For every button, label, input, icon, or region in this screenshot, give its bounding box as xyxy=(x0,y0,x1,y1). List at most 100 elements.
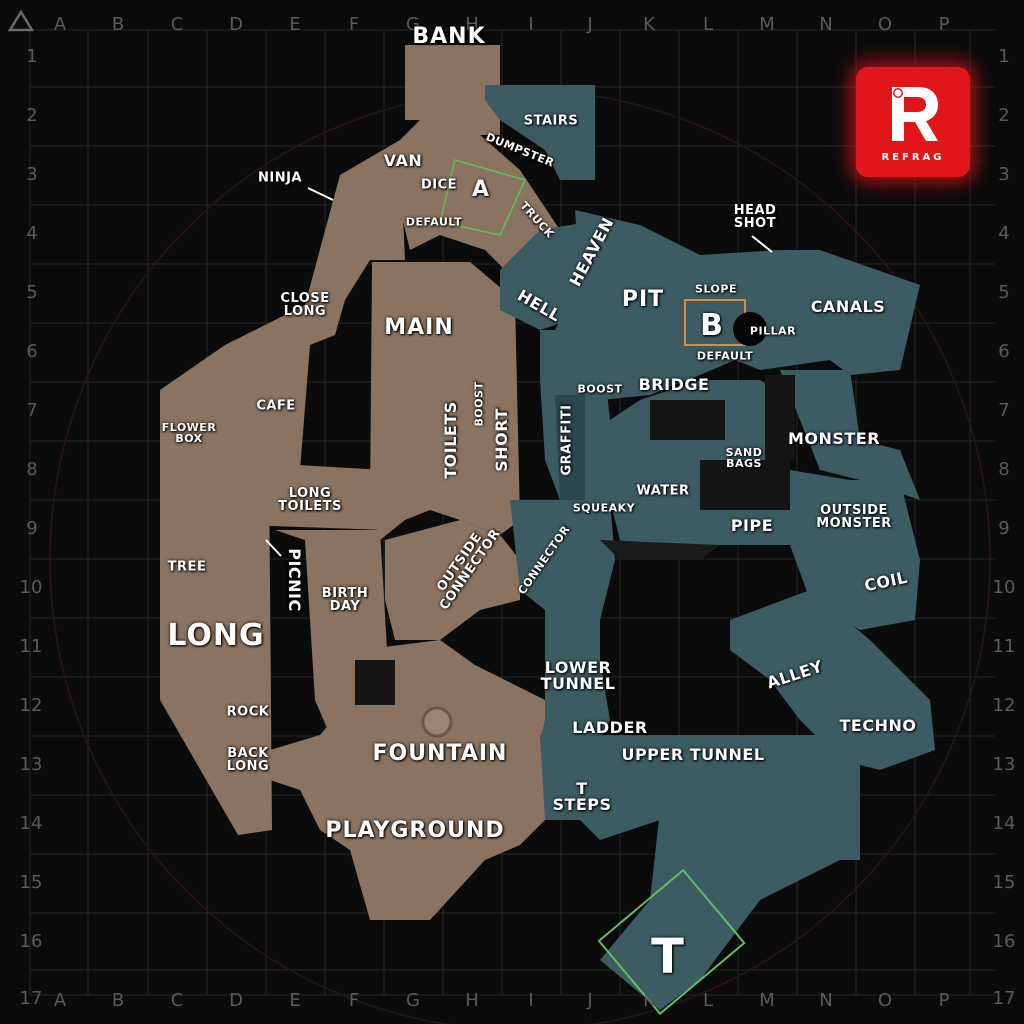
grid-col-j: J xyxy=(587,14,593,35)
callout-techno: TECHNO xyxy=(839,716,917,735)
callout-canals: CANALS xyxy=(810,297,886,316)
grid-row-6: 6 xyxy=(26,341,38,362)
grid-col-a: A xyxy=(53,990,67,1011)
callout-site-a: A xyxy=(471,177,491,202)
grid-col-d: D xyxy=(229,14,243,35)
callout-upper-tunnel: UPPER TUNNEL xyxy=(621,745,765,764)
grid-col-m: M xyxy=(759,990,775,1011)
callout-pipe: PIPE xyxy=(730,516,774,535)
callout-long-toilets: LONG TOILETS xyxy=(278,486,342,514)
grid-row-12: 12 xyxy=(992,695,1016,716)
grid-row-11: 11 xyxy=(992,636,1016,657)
callout-pillar: PILLAR xyxy=(749,324,797,338)
grid-col-b: B xyxy=(111,14,125,35)
grid-row-9: 9 xyxy=(998,518,1010,539)
grid-row-4: 4 xyxy=(998,223,1010,244)
grid-row-16: 16 xyxy=(992,931,1016,952)
grid-row-1: 1 xyxy=(26,46,38,67)
grid-row-13: 13 xyxy=(992,754,1016,775)
grid-row-14: 14 xyxy=(19,813,43,834)
callout-default-b: DEFAULT xyxy=(696,349,754,363)
map-obstacles xyxy=(355,375,795,705)
grid-col-k: K xyxy=(643,990,655,1011)
grid-row-3: 3 xyxy=(998,164,1010,185)
grid-col-o: O xyxy=(877,14,893,35)
grid-row-17: 17 xyxy=(19,988,43,1009)
grid-row-5: 5 xyxy=(26,282,38,303)
fountain-icon xyxy=(421,706,453,738)
grid-col-h: H xyxy=(465,990,479,1011)
grid-col-d: D xyxy=(229,990,243,1011)
grid-col-f: F xyxy=(348,14,360,35)
grid-row-1: 1 xyxy=(998,46,1010,67)
grid-col-e: E xyxy=(289,14,301,35)
refrag-logo: REFRAG xyxy=(856,67,970,177)
callout-stairs: STAIRS xyxy=(523,113,579,129)
callout-short: SHORT xyxy=(492,408,511,472)
callout-fountain: FOUNTAIN xyxy=(372,741,508,766)
t-spawn-zone xyxy=(597,868,746,1016)
grid-row-11: 11 xyxy=(19,636,43,657)
callout-lower-tunnel: LOWER TUNNEL xyxy=(540,658,616,693)
grid-row-16: 16 xyxy=(19,931,43,952)
grid-row-2: 2 xyxy=(26,105,38,126)
grid-col-n: N xyxy=(819,990,833,1011)
ct-side-areas xyxy=(485,85,935,1010)
callout-close-long: CLOSE LONG xyxy=(280,291,330,319)
callout-main: MAIN xyxy=(384,315,454,340)
callout-t-spawn: T xyxy=(651,929,685,985)
grid-row-10: 10 xyxy=(992,577,1016,598)
grid-col-m: M xyxy=(759,14,775,35)
refrag-logo-text: REFRAG xyxy=(881,152,945,163)
callout-site-b: B xyxy=(700,308,724,343)
callout-dice: DICE xyxy=(420,177,458,193)
grid-row-5: 5 xyxy=(998,282,1010,303)
grid-col-i: I xyxy=(528,14,534,35)
grid-row-7: 7 xyxy=(26,400,38,421)
callout-squeaky: SQUEAKY xyxy=(572,501,636,515)
grid-row-6: 6 xyxy=(998,341,1010,362)
grid-col-p: P xyxy=(938,14,950,35)
callout-monster: MONSTER xyxy=(787,429,881,448)
site-a-plant-zone xyxy=(439,159,527,236)
callout-bank: BANK xyxy=(412,24,486,49)
callout-ninja: NINJA xyxy=(258,170,302,186)
t-side-areas xyxy=(160,45,560,920)
grid-col-l: L xyxy=(702,990,714,1011)
callout-pit: PIT xyxy=(621,287,665,312)
callout-boost-short: BOOST xyxy=(472,381,486,427)
callout-toilets: TOILETS xyxy=(441,401,460,479)
callout-birth-day: BIRTH DAY xyxy=(321,586,369,614)
grid-col-l: L xyxy=(702,14,714,35)
grid-row-15: 15 xyxy=(19,872,43,893)
grid-row-8: 8 xyxy=(26,459,38,480)
grid-row-8: 8 xyxy=(998,459,1010,480)
grid-row-13: 13 xyxy=(19,754,43,775)
grid-row-14: 14 xyxy=(992,813,1016,834)
grid-col-g: G xyxy=(406,14,420,35)
grid-col-b: B xyxy=(111,990,125,1011)
grid-col-o: O xyxy=(877,990,893,1011)
grid-col-j: J xyxy=(587,990,593,1011)
grid-col-e: E xyxy=(289,990,301,1011)
grid-col-i: I xyxy=(528,990,534,1011)
grid-col-c: C xyxy=(170,990,184,1011)
callout-bridge: BRIDGE xyxy=(638,375,710,394)
grid-col-a: A xyxy=(53,14,67,35)
grid-row-10: 10 xyxy=(19,577,43,598)
grid-row-7: 7 xyxy=(998,400,1010,421)
callout-boost-bridge: BOOST xyxy=(577,382,623,396)
grid-row-4: 4 xyxy=(26,223,38,244)
callout-playground: PLAYGROUND xyxy=(325,818,505,843)
grid-col-c: C xyxy=(170,14,184,35)
grid-col-h: H xyxy=(465,14,479,35)
callout-head-shot: HEAD SHOT xyxy=(733,203,777,231)
callout-slope: SLOPE xyxy=(695,282,737,296)
grid-row-15: 15 xyxy=(992,872,1016,893)
callout-long: LONG xyxy=(167,618,265,653)
callout-water: WATER xyxy=(636,483,690,499)
grid-col-n: N xyxy=(819,14,833,35)
grid-row-3: 3 xyxy=(26,164,38,185)
callout-outside-monster: OUTSIDE MONSTER xyxy=(816,503,892,531)
